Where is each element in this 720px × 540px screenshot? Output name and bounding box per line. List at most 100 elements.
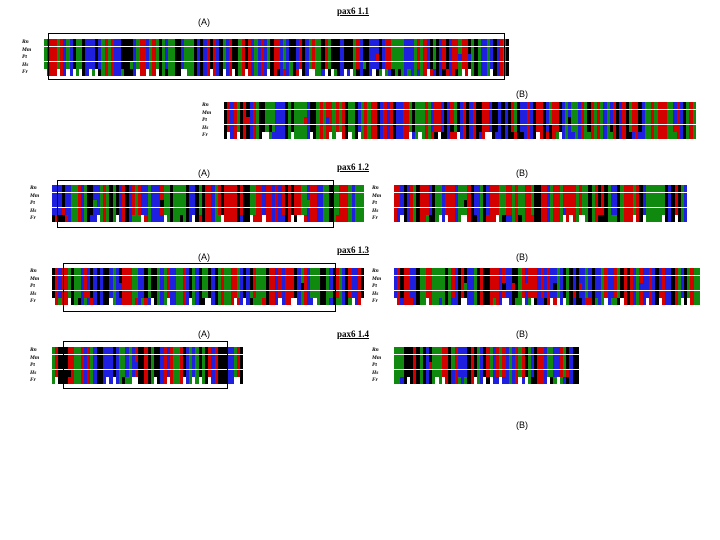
sequence-row <box>44 61 510 70</box>
species-label: Mm <box>30 354 40 361</box>
species-label: Pt <box>372 362 377 368</box>
panel-label-a-4: (A) <box>198 329 210 339</box>
sequence-row <box>224 109 696 118</box>
sequence-row <box>52 298 365 306</box>
species-label: Fr <box>22 69 28 75</box>
species-label: Pt <box>22 54 27 60</box>
species-label: Mm <box>372 354 382 361</box>
sequence-grid <box>44 39 510 77</box>
species-label: Pt <box>372 283 377 289</box>
sequence-row <box>44 69 510 77</box>
sequence-row <box>44 39 510 47</box>
sequence-grid <box>52 347 244 385</box>
species-label: Hs <box>30 290 37 297</box>
species-label: Pt <box>202 117 207 123</box>
section-title-3: pax6 1.3 <box>337 245 370 255</box>
sequence-row <box>394 283 700 291</box>
sequence-row <box>224 132 696 140</box>
sequence-row <box>52 185 365 193</box>
species-label: Hs <box>372 207 379 214</box>
sequence-row <box>394 192 688 201</box>
sequence-row <box>44 46 510 55</box>
species-label: Rn <box>202 102 209 108</box>
sequence-row <box>394 215 688 223</box>
species-label: Mm <box>22 46 32 53</box>
species-label: Mm <box>372 192 382 199</box>
sequence-row <box>394 377 579 385</box>
species-label: Fr <box>30 298 36 304</box>
section-title-2: pax6 1.2 <box>337 162 370 172</box>
sequence-grid <box>224 102 696 140</box>
species-label: Rn <box>372 347 379 353</box>
region-box-2 <box>57 180 334 228</box>
sequence-row <box>52 377 244 385</box>
sequence-row <box>394 207 688 216</box>
species-label: Rn <box>30 347 37 353</box>
panel-label-b-4: (B) <box>516 329 528 339</box>
panel-label-b-5: (B) <box>516 420 528 430</box>
species-label: Fr <box>372 298 378 304</box>
sequence-row <box>52 362 244 370</box>
species-label: Fr <box>372 215 378 221</box>
sequence-row <box>224 102 696 110</box>
panel-label-b-3: (B) <box>516 252 528 262</box>
species-label: Rn <box>372 185 379 191</box>
species-label: Pt <box>30 362 35 368</box>
species-label: Fr <box>30 377 36 383</box>
region-box-4 <box>63 341 228 389</box>
sequence-grid <box>52 185 365 223</box>
species-label: Rn <box>30 268 37 274</box>
species-label: Fr <box>202 132 208 138</box>
species-label: Hs <box>372 369 379 376</box>
sequence-row <box>394 275 700 284</box>
sequence-row <box>52 354 244 363</box>
species-label: Hs <box>30 207 37 214</box>
sequence-row <box>394 362 579 370</box>
panel-label-a-1: (A) <box>198 17 210 27</box>
panel-label-b-2: (B) <box>516 168 528 178</box>
species-label: Pt <box>372 200 377 206</box>
species-label: Rn <box>372 268 379 274</box>
sequence-row <box>394 347 579 355</box>
sequence-row <box>394 354 579 363</box>
region-box-1 <box>48 33 505 80</box>
species-label: Fr <box>30 215 36 221</box>
sequence-row <box>224 124 696 133</box>
sequence-grid <box>394 185 688 223</box>
species-label: Rn <box>30 185 37 191</box>
species-label: Pt <box>30 200 35 206</box>
species-label: Pt <box>30 283 35 289</box>
species-label: Mm <box>372 275 382 282</box>
section-title-4: pax6 1.4 <box>337 329 370 339</box>
section-title-1: pax6 1.1 <box>337 6 370 16</box>
sequence-row <box>52 283 365 291</box>
sequence-row <box>394 369 579 378</box>
species-label: Fr <box>372 377 378 383</box>
sequence-row <box>394 200 688 208</box>
sequence-grid <box>394 268 700 306</box>
sequence-row <box>52 200 365 208</box>
sequence-grid <box>394 347 579 385</box>
panel-label-a-3: (A) <box>198 252 210 262</box>
sequence-grid <box>52 268 365 306</box>
species-label: Mm <box>30 275 40 282</box>
sequence-row <box>44 54 510 62</box>
panel-label-b-1: (B) <box>516 89 528 99</box>
sequence-row <box>394 290 700 299</box>
region-box-3 <box>63 263 336 312</box>
species-label: Rn <box>22 39 29 45</box>
species-label: Hs <box>30 369 37 376</box>
sequence-row <box>52 215 365 223</box>
sequence-row <box>394 268 700 276</box>
sequence-row <box>52 290 365 299</box>
species-label: Hs <box>202 124 209 131</box>
sequence-row <box>52 207 365 216</box>
